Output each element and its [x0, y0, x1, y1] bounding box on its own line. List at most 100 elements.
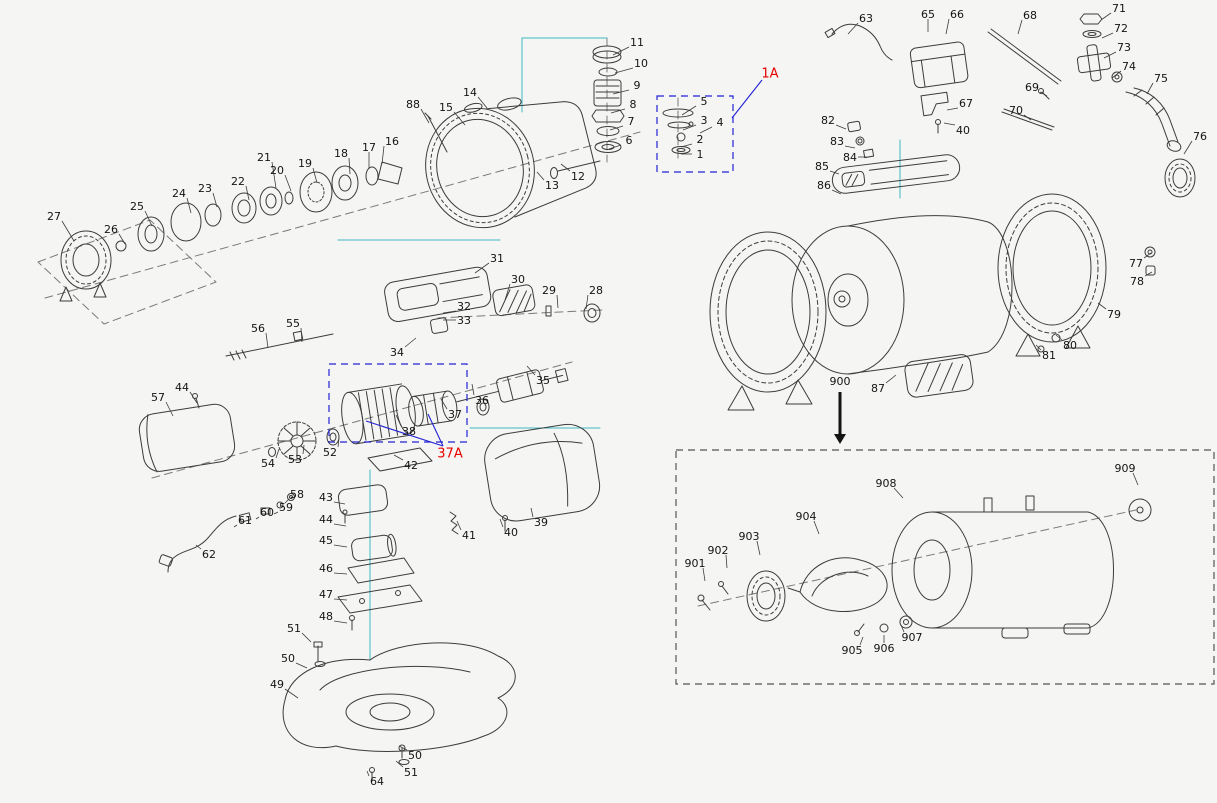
tie-bolt — [225, 330, 334, 361]
part-number-76: 76 — [1193, 130, 1207, 143]
part-leader-line — [1111, 70, 1122, 79]
part-leader-line — [946, 107, 959, 111]
part-leader-line — [348, 157, 351, 175]
callout-leader-line — [427, 413, 444, 447]
part-number-38: 38 — [402, 425, 416, 438]
part-number-7: 7 — [628, 115, 635, 128]
hex-nut — [591, 109, 625, 123]
rotor-37 — [408, 390, 458, 427]
part-number-86: 86 — [817, 179, 831, 192]
part-leader-line — [609, 125, 624, 131]
part-leader-line — [499, 518, 504, 528]
part-leader-line — [333, 572, 348, 575]
part-number-28: 28 — [589, 284, 603, 297]
assembly-axis-lines — [37, 37, 1137, 607]
pressure-switch — [909, 41, 969, 134]
part-number-35: 35 — [536, 374, 550, 387]
part-leader-line — [530, 507, 534, 518]
part-leader-line — [612, 46, 630, 56]
clamp-cover-87 — [904, 354, 974, 398]
part-leader-line — [1023, 114, 1032, 121]
part-number-81: 81 — [1042, 349, 1056, 362]
seal-plate-42 — [367, 447, 433, 472]
part-leader-line — [831, 189, 842, 195]
part-leader-line — [612, 89, 630, 95]
part-leader-line — [275, 448, 280, 459]
part-leader-line — [1055, 334, 1063, 341]
part-number-61: 61 — [238, 514, 252, 527]
ejector-assembly — [384, 266, 536, 334]
part-number-47: 47 — [319, 588, 333, 601]
part-leader-line — [333, 544, 348, 548]
part-number-44: 44 — [175, 381, 189, 394]
nut-28 — [583, 303, 601, 323]
part-number-70: 70 — [1009, 104, 1023, 117]
washer-54 — [268, 447, 276, 457]
tank-service-kit-detail — [697, 495, 1152, 639]
part-number-4: 4 — [717, 116, 724, 129]
part-leader-line — [474, 262, 490, 274]
part-leader-line — [1039, 91, 1048, 97]
part-number-5: 5 — [701, 95, 708, 108]
flange-903 — [746, 570, 786, 622]
part-number-63: 63 — [859, 12, 873, 25]
manifold-fittings — [987, 13, 1196, 198]
nipple — [983, 497, 993, 513]
part-number-900: 900 — [830, 375, 851, 388]
part-number-41: 41 — [462, 529, 476, 542]
part-number-59: 59 — [279, 501, 293, 514]
pump-cover-27 — [60, 230, 112, 290]
nut-60 — [260, 507, 271, 515]
part-number-29: 29 — [542, 284, 556, 297]
part-leader-line — [885, 374, 897, 384]
part-number-11: 11 — [630, 36, 644, 49]
part-leader-line — [245, 185, 250, 201]
part-leader-line — [381, 145, 385, 165]
detail-tank-908 — [891, 511, 973, 629]
nut-71 — [1079, 13, 1103, 25]
nipple-84 — [863, 148, 875, 159]
part-number-42: 42 — [404, 459, 418, 472]
washer-36 — [476, 398, 490, 416]
part-number-16: 16 — [385, 135, 399, 148]
part-number-54: 54 — [261, 457, 275, 470]
part-leader-line — [118, 233, 126, 245]
capacitor-45 — [351, 533, 397, 562]
part-number-10: 10 — [634, 57, 648, 70]
switch-cable — [824, 23, 893, 61]
part-leader-line — [1103, 51, 1117, 59]
plug-78 — [1145, 265, 1156, 276]
power-cable-parts — [158, 493, 295, 573]
part-number-905: 905 — [842, 644, 863, 657]
part-leader-line — [844, 145, 856, 149]
part-leader-line — [61, 220, 75, 242]
part-leader-line — [1132, 472, 1139, 486]
five-way-fitting-73 — [1076, 44, 1112, 82]
part-leader-line — [1146, 82, 1154, 95]
impeller-diffuser-train — [59, 161, 403, 302]
tank-top-parts — [831, 120, 961, 194]
impeller-19 — [299, 171, 333, 213]
part-number-26: 26 — [104, 223, 118, 236]
part-leader-line — [271, 161, 277, 189]
washer-81 — [1037, 345, 1045, 353]
part-leader-line — [614, 67, 634, 74]
part-number-46: 46 — [319, 562, 333, 575]
part-leader-line — [1144, 271, 1153, 277]
part-leader-line — [556, 294, 559, 309]
part-number-73: 73 — [1117, 41, 1131, 54]
pipe-68 — [987, 31, 1059, 85]
part-number-57: 57 — [151, 391, 165, 404]
part-leader-line — [420, 108, 430, 124]
part-leader-line — [337, 437, 340, 448]
nipple — [1025, 495, 1035, 511]
clamp-61 — [238, 512, 252, 523]
part-leader-line — [900, 624, 905, 633]
part-number-19: 19 — [298, 157, 312, 170]
elbow-pipe-75 — [1125, 91, 1171, 147]
part-leader-line — [393, 454, 404, 461]
part-number-6: 6 — [626, 134, 633, 147]
part-number-40: 40 — [956, 124, 970, 137]
group-box-1A — [656, 95, 734, 173]
